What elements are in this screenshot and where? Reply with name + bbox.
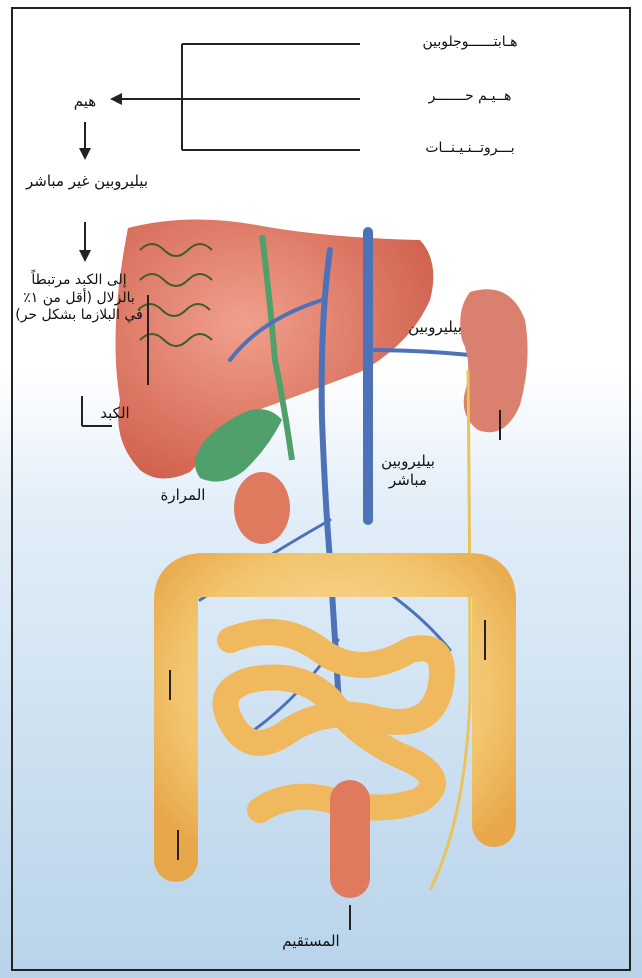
label-free-heme: هــيـم حـــــــر bbox=[370, 88, 570, 106]
label-direct-bilirubin: بيليروبين مباشر bbox=[368, 452, 448, 490]
label-kidney-bilirubin: بيليروبين bbox=[395, 318, 475, 337]
duodenum-organ bbox=[234, 472, 290, 544]
label-to-liver: إلى الكبد مرتبطاً بالزلال (أقل من ١٪ في … bbox=[14, 272, 144, 325]
label-heme: هيم bbox=[60, 92, 110, 111]
label-rectum: المستقيم bbox=[276, 932, 346, 951]
label-proteins: بـــروتــنـيـنــات bbox=[370, 140, 570, 158]
label-liver: الكبد bbox=[90, 404, 140, 423]
label-gallbladder: المرارة bbox=[148, 486, 218, 505]
label-indirect-bilirubin: بيليروبين غير مباشر bbox=[22, 172, 152, 191]
label-haptoglobin: هـابتــــــوجلوبين bbox=[370, 34, 570, 52]
